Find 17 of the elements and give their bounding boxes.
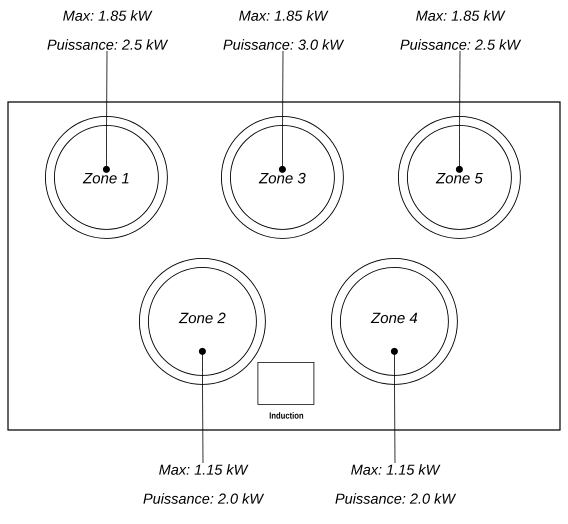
cooking-zone: Zone 3 xyxy=(220,116,344,239)
leader-line xyxy=(278,50,286,173)
callout-text: Max: 1.85 kW Puissance: 2.5 kW xyxy=(47,10,168,50)
cooking-zone: Zone 1 xyxy=(44,116,168,239)
callout-text: Max: 1.15 kW Puissance: 2.0 kW xyxy=(335,464,456,504)
cooktop-panel xyxy=(7,101,561,431)
leader-line xyxy=(456,50,463,173)
leader-line xyxy=(102,50,110,173)
cooking-zone: Zone 5 xyxy=(398,116,521,239)
callout-text: Max: 1.85 kW Puissance: 3.0 kW xyxy=(223,10,344,50)
node-label: Induction xyxy=(270,412,304,419)
callout-text: Max: 1.85 kW Puissance: 2.5 kW xyxy=(400,10,522,50)
callout-text: Max: 1.15 kW Puissance: 2.0 kW xyxy=(143,464,264,504)
cooking-zone: Zone 4 xyxy=(330,258,458,385)
leader-line xyxy=(198,348,206,464)
cooking-zone: Zone 2 xyxy=(138,258,266,385)
leader-line xyxy=(390,348,398,464)
